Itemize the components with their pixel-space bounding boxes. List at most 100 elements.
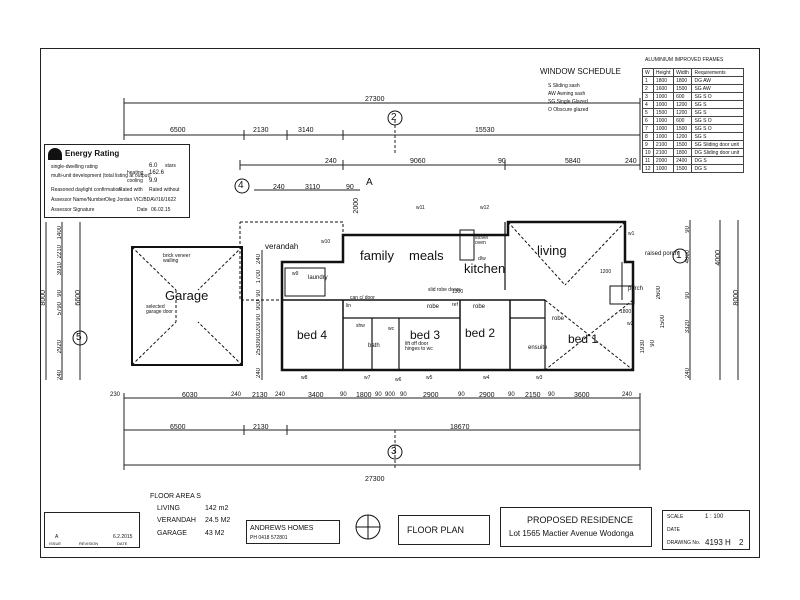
window-schedule-title: WINDOW SCHEDULE — [540, 67, 621, 76]
label-cavity-door: can c/ door — [350, 295, 375, 301]
floor-area-living-value: 142 m2 — [205, 505, 229, 512]
cell: SG S — [691, 100, 744, 109]
window-tag-w9: w9 — [292, 271, 299, 277]
project-title: PROPOSED RESIDENCE — [527, 515, 634, 525]
energy-rated-without: Rated without — [149, 187, 180, 193]
window-tag-w4: w4 — [483, 375, 490, 381]
builder-name: ANDREWS HOMES — [250, 525, 314, 532]
plan-title-box: FLOOR PLAN — [398, 515, 490, 545]
dim-bottom1-1: 230 — [110, 392, 121, 398]
floor-area-verandah-label: VERANDAH — [157, 517, 196, 524]
energy-line1: single-dwelling rating — [51, 164, 98, 170]
revision-mark: A — [55, 534, 59, 540]
label-1300: 1300 — [452, 289, 464, 295]
cell: 4 — [642, 100, 654, 109]
cell: 1500 — [673, 140, 693, 149]
frames-col-height: Height — [652, 68, 675, 77]
energy-cooling-label: cooling — [127, 178, 143, 184]
energy-daylight: Reasoned daylight confirmation — [51, 187, 122, 193]
frames-table-header: W Height Width Requirements — [642, 68, 744, 77]
energy-rating-box: Energy Rating single-dwelling rating mul… — [44, 144, 190, 218]
dim-left-c-4: 900 — [256, 300, 262, 311]
energy-rated-with: Rated with — [119, 187, 143, 193]
project-address: Lot 1565 Mactier Avenue Wodonga — [509, 529, 634, 538]
cell: 1800 — [673, 76, 693, 85]
dim-right-c-3: 90 — [650, 340, 656, 347]
label-dishwasher: d/w — [478, 256, 486, 262]
energy-logo-icon — [48, 148, 62, 160]
dim-bottom1-16: 2150 — [525, 392, 541, 399]
dim-bottom2-1: 6500 — [170, 424, 186, 431]
energy-heating-label: heating — [127, 170, 144, 176]
dim-bottom-overall: 27300 — [365, 476, 385, 483]
room-robe-2: robe — [473, 304, 486, 310]
dim-left-a-4: 90 — [57, 290, 63, 297]
dim-bottom1-17: 90 — [548, 392, 555, 398]
cell: 12 — [642, 164, 654, 173]
floor-area-title: FLOOR AREA S — [150, 493, 201, 500]
grid-marker-1: 1 — [676, 250, 682, 261]
dim-v2000: 2000 — [353, 198, 360, 214]
window-tag-w6: w6 — [395, 377, 402, 383]
grid-marker-2-top: 2 — [391, 112, 397, 123]
cell: SG Sliding door unit — [691, 140, 744, 149]
cell: SG S — [691, 108, 744, 117]
room-kitchen: kitchen — [464, 261, 506, 276]
energy-date-label: Date — [137, 207, 148, 213]
cell: 1500 — [673, 124, 693, 133]
frames-col-width: Width — [673, 68, 693, 77]
floor-area-verandah-value: 24.5 M2 — [205, 517, 231, 524]
revision-col-issue: ISSUE — [49, 541, 62, 546]
grid-marker-5: 5 — [76, 332, 82, 343]
cell: DG Sliding door unit — [691, 148, 744, 157]
energy-assessor: Assessor Name/Number — [51, 197, 106, 203]
cell: 2100 — [652, 148, 675, 157]
room-family: family — [360, 248, 394, 263]
dim-left-a-6: 2920 — [57, 340, 63, 354]
garage-walls — [131, 246, 243, 366]
drawing-info-box: SCALE 1 : 100 DATE DRAWING No. 4193 H 2 — [662, 510, 750, 550]
cell: 1800 — [673, 148, 693, 157]
cell: 1600 — [652, 84, 675, 93]
room-bed4: bed 4 — [297, 328, 328, 342]
cell: SG S O — [691, 116, 744, 125]
frames-col-w: W — [642, 68, 654, 77]
house-outline — [280, 220, 635, 372]
dim-bottom1-9: 90 — [375, 392, 382, 398]
dim-left-c-3: 90 — [256, 290, 262, 297]
cell: 1000 — [652, 92, 675, 101]
energy-assessor-value: Oleg Jordan VIC/BDAV/16/1622 — [105, 197, 177, 203]
dim-left-c-5: 90 — [256, 314, 262, 321]
label-1200: 1200 — [600, 269, 612, 275]
window-tag-w12: w12 — [480, 205, 490, 211]
dim-house-240-left: 240 — [325, 158, 337, 165]
cell: DG S — [691, 156, 744, 165]
dim-house-90: 90 — [498, 158, 506, 165]
dim-house-240-right: 240 — [625, 158, 637, 165]
cell: SG S O — [691, 92, 744, 101]
dim-bottom1-10: 900 — [385, 392, 396, 398]
room-bed1: bed 1 — [568, 332, 599, 346]
cell: 2400 — [673, 156, 693, 165]
revision-col-revision: REVISION — [79, 541, 99, 546]
builder-box: ANDREWS HOMES PH 0418 572801 — [246, 520, 340, 544]
cell: 5 — [642, 108, 654, 117]
cell: SG S — [691, 132, 744, 141]
cell: 2000 — [652, 156, 675, 165]
schedule-legend-3: SG Single Glazed — [548, 99, 588, 105]
dim-left-a-5: 5790 — [57, 302, 63, 316]
dim-left-c-1: 240 — [256, 254, 262, 265]
window-tag-w2: w2 — [627, 321, 634, 327]
cell: 11 — [642, 156, 654, 165]
frames-col-req: Requirements — [691, 68, 744, 77]
room-bath: bath — [368, 343, 380, 349]
dim-top-overall: 27300 — [365, 96, 385, 103]
note-brick-veneer: brick veneer walling — [163, 253, 191, 264]
